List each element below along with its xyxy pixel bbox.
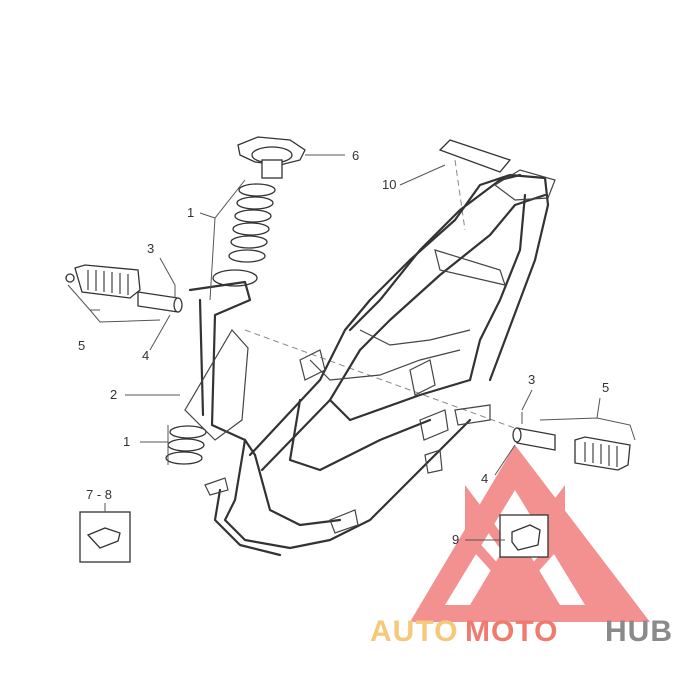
leader-line-4-right [494,444,516,476]
logo-text-hub: HUB [605,615,673,648]
leader-line-5-left [67,284,161,323]
callout-10: 10 [382,177,396,192]
logo-text-auto: AUTO [370,615,459,648]
callout-4-left: 4 [142,348,149,363]
callout-1-top: 1 [187,205,194,220]
scooter-frame [184,169,556,557]
callout-3-left: 3 [147,241,154,256]
leader-line-3-right [521,389,533,411]
footrest-pin-right [512,412,556,451]
footrest-right-part [574,436,631,471]
callout-7-8: 7 - 8 [86,487,112,502]
axis-line [244,329,521,431]
callout-5-left: 5 [78,338,85,353]
detail-box-7-8 [79,511,131,563]
watermark-logo: AUTO MOTO HUB [370,615,690,655]
leader-line-1-bottom [140,425,169,465]
logo-text-moto: MOTO [465,615,559,648]
leader-line-1-top [199,179,246,301]
axis-line [454,159,466,231]
leader-line-5-right [539,397,636,441]
leader-line-3-left [159,257,176,286]
footrest-pin-left [137,285,183,313]
callout-3-right: 3 [528,372,535,387]
detail-box-9 [499,514,549,558]
leader-line-4-left [149,314,171,351]
callout-1-bottom: 1 [123,434,130,449]
callout-9: 9 [452,532,459,547]
callout-2: 2 [110,387,117,402]
footrest-left-part [65,264,141,299]
rubber-pad-part [438,139,512,173]
leader-line-10 [399,164,446,186]
callout-6: 6 [352,148,359,163]
callout-4-right: 4 [481,471,488,486]
steering-nut-part [237,136,306,179]
callout-5-right: 5 [602,380,609,395]
bearing-stack-bottom [165,425,207,465]
bearing-stack-top [212,183,276,287]
